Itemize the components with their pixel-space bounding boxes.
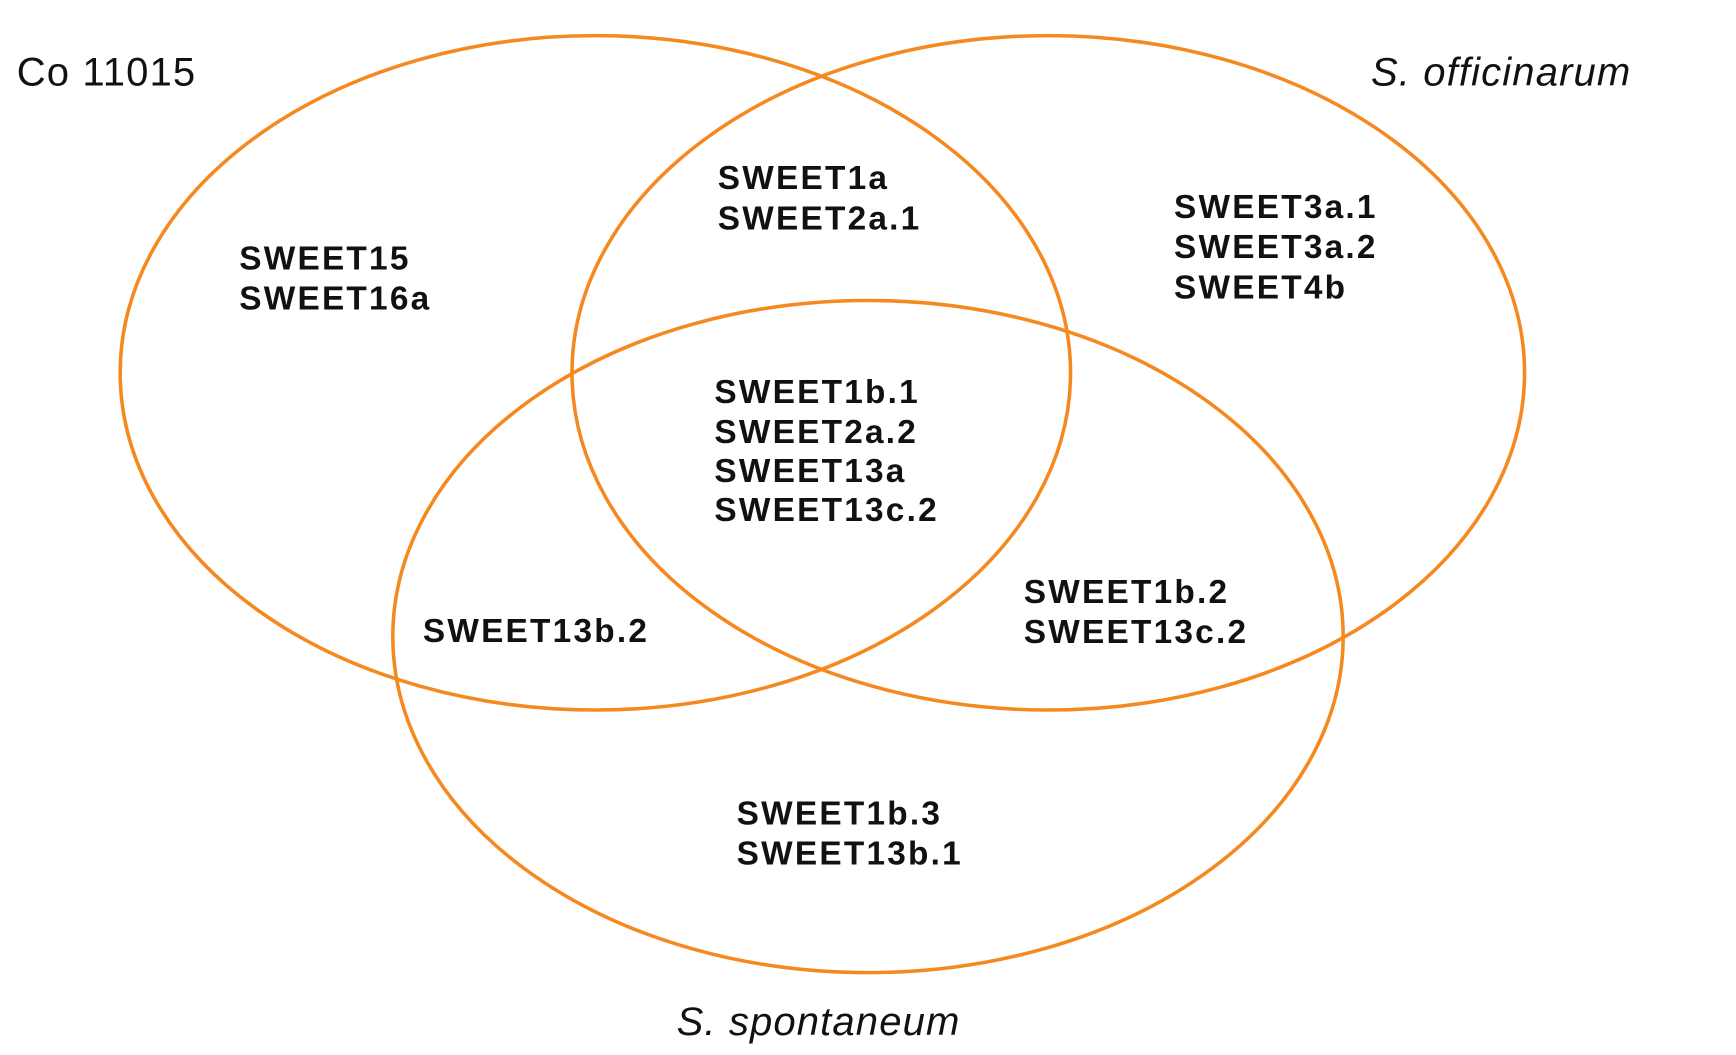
gene-label: SWEET13b.2: [423, 613, 649, 650]
gene-label: SWEET13c.2: [714, 492, 938, 529]
region-co11015-officinarum: SWEET1a SWEET2a.1: [718, 160, 922, 237]
region-officinarum-spontaneum: SWEET1b.2 SWEET13c.2: [1024, 574, 1248, 651]
set-label-spontaneum: S. spontaneum: [677, 1000, 961, 1044]
gene-label: SWEET1b.2: [1024, 574, 1229, 611]
gene-label: SWEET2a.2: [714, 414, 918, 451]
gene-label: SWEET13a: [714, 453, 906, 490]
gene-label: SWEET13c.2: [1024, 614, 1248, 651]
gene-label: SWEET3a.1: [1174, 189, 1378, 226]
gene-label: SWEET16a: [239, 280, 431, 317]
gene-label: SWEET1a: [718, 160, 889, 197]
gene-label: SWEET1b.1: [714, 374, 919, 411]
region-officinarum-only: SWEET3a.1 SWEET3a.2 SWEET4b: [1174, 189, 1378, 306]
gene-label: SWEET15: [239, 240, 410, 277]
set-label-co11015: Co 11015: [17, 51, 197, 95]
region-co11015-only: SWEET15 SWEET16a: [239, 240, 431, 317]
set-label-officinarum: S. officinarum: [1371, 51, 1631, 95]
region-co11015-spontaneum: SWEET13b.2: [423, 613, 649, 650]
region-spontaneum-only: SWEET1b.3 SWEET13b.1: [737, 796, 963, 873]
gene-label: SWEET3a.2: [1174, 229, 1378, 266]
set-co11015-ellipse: [118, 33, 1073, 712]
gene-label: SWEET4b: [1174, 269, 1347, 306]
gene-label: SWEET1b.3: [737, 796, 942, 833]
set-spontaneum-ellipse: [391, 298, 1345, 975]
gene-label: SWEET13b.1: [737, 836, 963, 873]
gene-label: SWEET2a.1: [718, 200, 922, 237]
region-all-three: SWEET1b.1 SWEET2a.2 SWEET13a SWEET13c.2: [714, 374, 938, 529]
